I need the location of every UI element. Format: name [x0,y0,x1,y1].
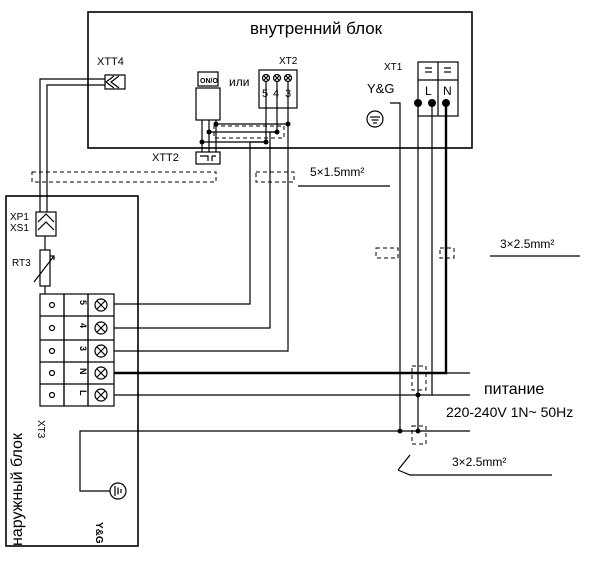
or-label: или [229,75,249,89]
xtt2-connector [195,151,221,165]
indoor-unit-title: внутренний блок [250,19,383,38]
rt3-thermistor-icon [33,249,55,287]
xtt4-label: XTT4 [97,56,124,68]
yg-indoor-label: Y&G [367,81,394,96]
xt3-terminal-n: N [78,368,88,375]
on-off-label: ON/O [200,78,218,85]
xt1-label: XT1 [384,62,403,73]
xt3-label: XT3 [35,420,46,439]
xtt2-label: XTT2 [152,152,179,164]
xtt4-connector [104,74,126,90]
yg-outdoor-label: Y&G [93,522,104,544]
xt3-terminal-block [39,293,115,407]
xp1-label: XP1 [10,212,29,223]
power-cable-spec-lower: 3×2.5mm² [452,455,506,469]
xt3-terminal-l: L [78,390,88,396]
rt3-label: RT3 [12,258,31,269]
signal-cable-spec: 5×1.5mm² [310,165,364,179]
power-spec: 220-240V 1N~ 50Hz [446,404,573,420]
xt3-terminal-5: 5 [78,300,88,305]
wires [39,78,470,492]
xt2-terminal-block [258,69,298,109]
indoor-ground-icon [366,110,384,128]
xs1-label: XS1 [10,223,29,234]
indoor-unit-box [87,11,473,149]
cable-bundle-marks [31,125,455,445]
xt3-terminal-3: 3 [78,346,88,351]
power-title: питание [484,381,544,398]
xt2-terminal-5: 5 [262,88,268,100]
power-cable-spec-upper: 3×2.5mm² [500,237,554,251]
xt2-terminal-4: 4 [273,88,279,100]
xt1-terminal-l: L [425,84,432,98]
junction-dots [199,121,291,145]
xp1-xs1-connector [35,211,57,237]
outdoor-unit-box [5,195,139,547]
outdoor-unit-title: наружный блок [9,432,26,546]
outdoor-ground-icon [109,482,127,500]
xt1-terminal-n: N [443,84,452,98]
xt2-label: XT2 [279,56,298,67]
on-off-switch: ON/O [195,71,221,121]
power-cable-leader-lower [397,454,552,476]
xt3-terminal-4: 4 [78,323,88,328]
